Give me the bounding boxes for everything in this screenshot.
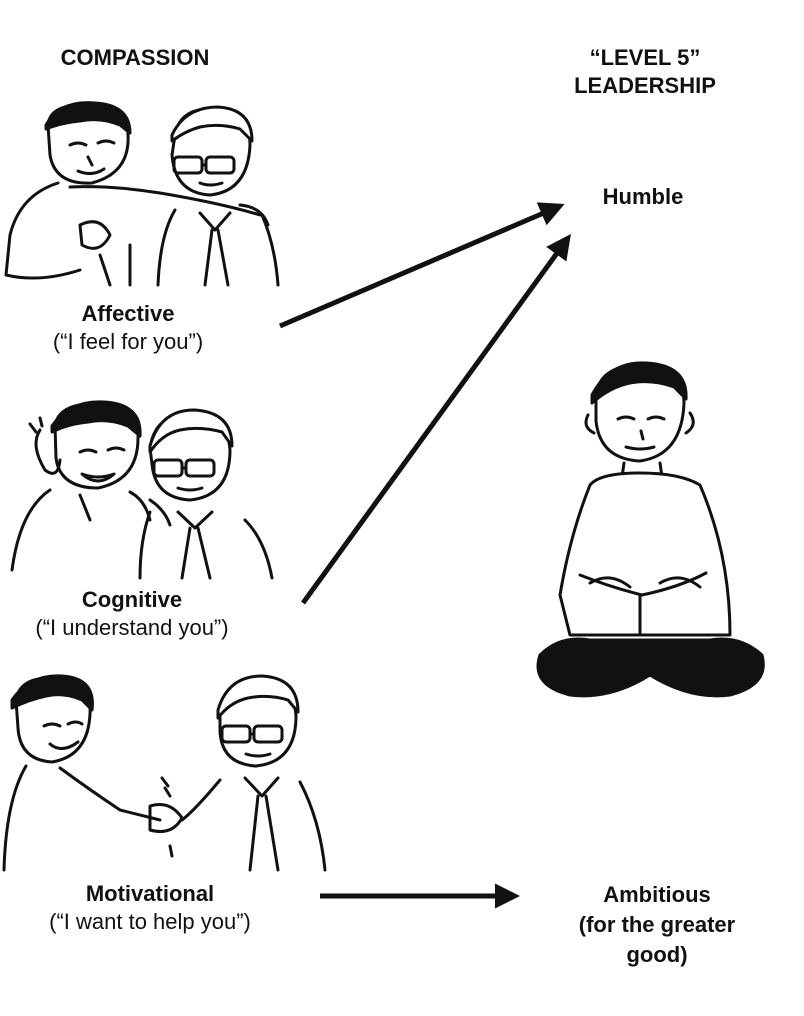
- level5-header-line2: LEADERSHIP: [574, 73, 716, 98]
- compassion-header: COMPASSION: [60, 45, 210, 70]
- cognitive-illustration: [10, 400, 274, 580]
- cognitive-subtitle: (“I understand you”): [35, 615, 229, 640]
- trait-ambitious-line1: Ambitious: [603, 882, 711, 907]
- affective-title: Affective: [81, 301, 175, 326]
- affective-illustration: [4, 101, 280, 287]
- level5-header-line1: “LEVEL 5”: [589, 45, 701, 70]
- motivational-subtitle: (“I want to help you”): [49, 909, 251, 934]
- level5-leadership-header: “LEVEL 5” LEADERSHIP: [535, 44, 755, 100]
- affective-label: Affective (“I feel for you”): [0, 300, 278, 356]
- meditating-leader-illustration: [536, 361, 765, 698]
- cognitive-title: Cognitive: [81, 587, 183, 612]
- arrow-cognitive-to-humble: [300, 233, 571, 605]
- motivational-label: Motivational (“I want to help you”): [0, 880, 300, 936]
- cognitive-label: Cognitive (“I understand you”): [0, 586, 282, 642]
- trait-ambitious-line2: (for the greater: [578, 912, 736, 937]
- motivational-illustration: [2, 674, 327, 872]
- trait-humble-line1: Humble: [602, 184, 684, 209]
- trait-ambitious-line3: good): [626, 942, 688, 967]
- affective-subtitle: (“I feel for you”): [52, 329, 204, 354]
- trait-ambitious: Ambitious (for the greater good): [537, 880, 777, 970]
- arrow-affective-to-humble: [279, 202, 565, 329]
- trait-humble: Humble: [523, 182, 763, 212]
- motivational-title: Motivational: [85, 881, 215, 906]
